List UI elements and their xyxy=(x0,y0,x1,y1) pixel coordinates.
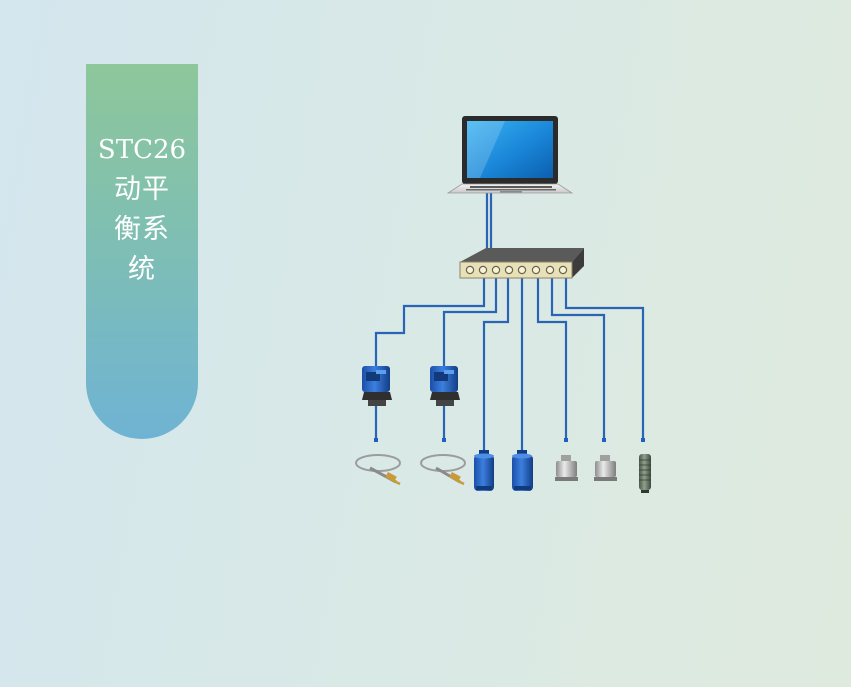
junction-box-icon xyxy=(459,248,584,279)
title-line-3: 衡系 xyxy=(114,214,170,245)
cable-network xyxy=(374,192,645,454)
cable-end-marks xyxy=(374,438,645,442)
hub-ports xyxy=(465,265,568,275)
proximitor-icon xyxy=(430,366,460,406)
cable-port-3 xyxy=(482,278,510,452)
accelerometer-icon xyxy=(594,455,617,481)
title-card: STC26 动平 衡系 统 xyxy=(86,64,198,439)
cable-port-2 xyxy=(442,278,498,372)
title-line-1: STC26 xyxy=(97,135,187,165)
title-line-4: 统 xyxy=(128,254,156,285)
cable-port-6 xyxy=(550,278,606,440)
cable-port-5 xyxy=(536,278,568,440)
tachometer-probe-icon xyxy=(639,454,651,493)
cable-port-7 xyxy=(564,278,645,440)
title-line-2: 动平 xyxy=(114,174,170,205)
eddy-current-probe-icon xyxy=(355,454,401,486)
velocity-sensor-icon xyxy=(512,450,533,491)
proximitor-icon xyxy=(362,366,392,406)
cable-laptop-hub xyxy=(485,192,493,248)
velocity-sensor-icon xyxy=(474,450,494,491)
laptop-icon xyxy=(446,116,574,194)
eddy-current-probe-icon xyxy=(420,454,466,486)
accelerometer-icon xyxy=(555,455,578,481)
cable-port-1 xyxy=(374,278,486,372)
